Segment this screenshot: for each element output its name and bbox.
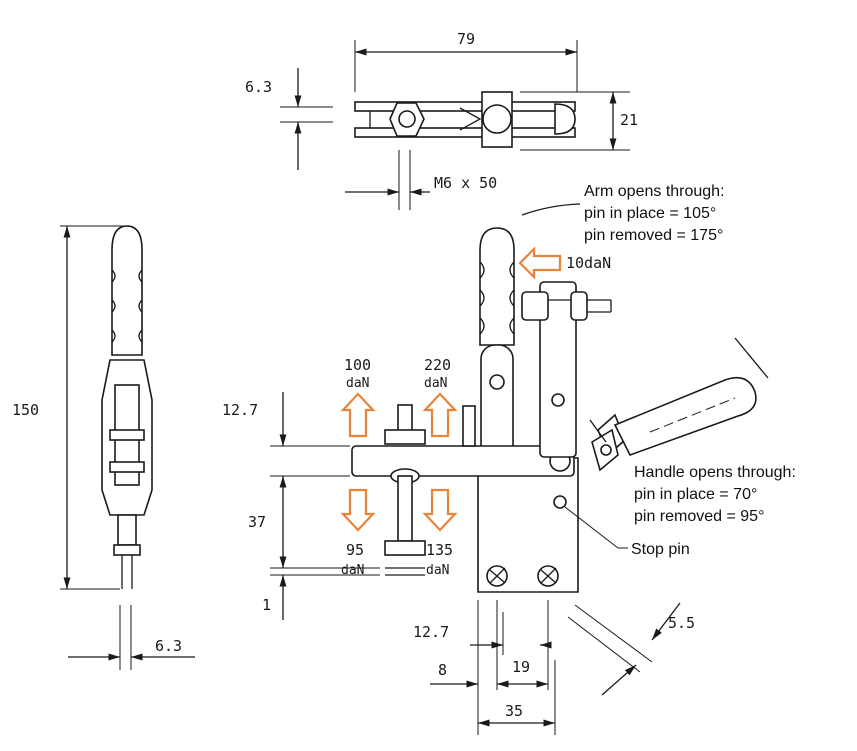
force-down-right-value: 135: [426, 541, 453, 559]
dim-top-thickness: 6.3: [245, 78, 272, 96]
force-up-right-value: 220: [424, 356, 451, 374]
dim-base-gap: 1: [262, 596, 271, 614]
front-view: 12.7 37 1 12.7 8 19 35 5.5: [222, 203, 769, 735]
dim-side-width: 6.3: [155, 637, 182, 655]
side-view: 150 6.3: [12, 225, 195, 670]
handle-note-line2: pin in place = 70°: [634, 486, 757, 503]
arm-note-line1: Arm opens through:: [584, 183, 725, 200]
force-down-left-unit: daN: [341, 563, 364, 578]
force-up-left-value: 100: [344, 356, 371, 374]
arm-note-line3: pin removed = 175°: [584, 227, 723, 244]
force-arrow-up-right: [422, 392, 458, 438]
dim-base-edge: 12.7: [413, 623, 449, 641]
dim-bolt-spec: M6 x 50: [434, 174, 497, 192]
force-up-left-unit: daN: [346, 376, 369, 391]
stop-pin-label: Stop pin: [631, 541, 690, 558]
force-arrow-down-right: [422, 488, 458, 532]
dim-handle-width: 5.5: [668, 614, 695, 632]
force-down-left-value: 95: [346, 541, 364, 559]
dim-base-left: 8: [438, 661, 447, 679]
force-up-right-unit: daN: [424, 376, 447, 391]
force-arrow-handle: [518, 246, 562, 280]
force-arrow-up-left: [340, 392, 376, 438]
arm-note-line2: pin in place = 105°: [584, 205, 716, 222]
dim-hole-spacing: 19: [512, 658, 530, 676]
dim-top-width: 79: [457, 30, 475, 48]
dim-spindle-travel: 37: [248, 513, 266, 531]
handle-note-line3: pin removed = 95°: [634, 508, 764, 525]
dim-base-width: 35: [505, 702, 523, 720]
handle-note-line1: Handle opens through:: [634, 464, 796, 481]
dim-side-height: 150: [12, 401, 39, 419]
stop-pin: [553, 495, 567, 509]
force-arrows: [340, 246, 562, 532]
force-handle-label: 10daN: [566, 254, 611, 272]
dim-bar-offset: 12.7: [222, 401, 258, 419]
top-view: 79 6.3 21 M6 x 50: [245, 30, 638, 210]
force-arrow-down-left: [340, 488, 376, 532]
force-down-right-unit: daN: [426, 563, 449, 578]
dim-top-height: 21: [620, 111, 638, 129]
